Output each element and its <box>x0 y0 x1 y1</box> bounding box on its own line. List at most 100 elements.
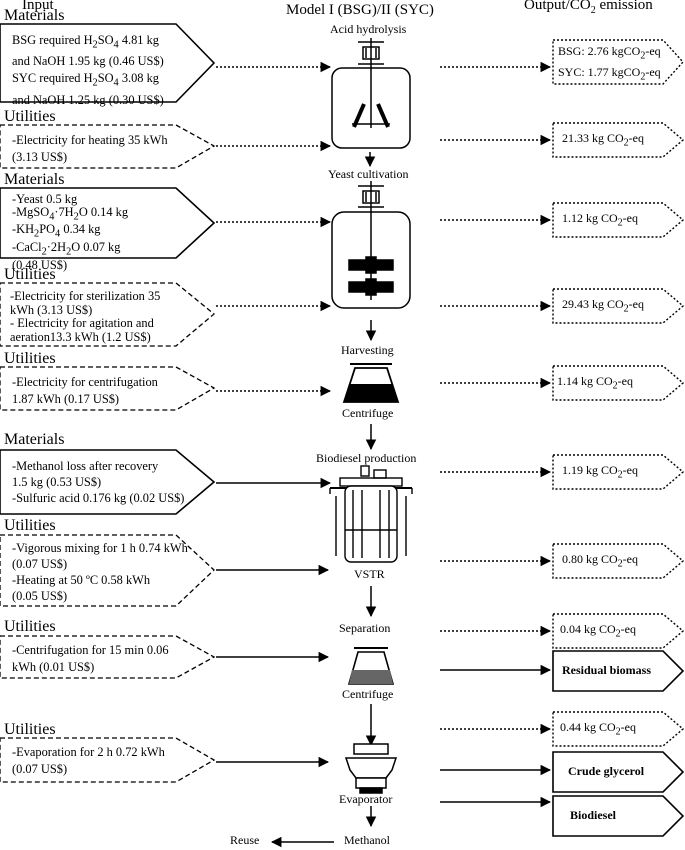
output-1-text: BSG: 2.76 kgCO2-eq SYC: 1.77 kgCO2-eq <box>558 43 661 86</box>
centrifuge-1-icon <box>342 363 400 403</box>
section-label-materials-1: Materials <box>4 7 65 24</box>
input-box-materials-1 <box>0 23 216 103</box>
section-label-materials-2: Materials <box>4 171 65 188</box>
input-box-utilities-3 <box>0 366 216 411</box>
header-output: Output/CO2 emission <box>524 0 653 16</box>
process-label-methanol: Methanol <box>344 833 390 847</box>
materials-1-line-1: BSG required H2SO4 4.81 kg <box>12 33 159 51</box>
output-box-6 <box>552 454 685 490</box>
materials-3-line-1: -Methanol loss after recovery <box>12 459 159 473</box>
acid-hydrolysis-reactor-icon <box>331 38 411 149</box>
input-box-materials-3 <box>0 449 216 515</box>
materials-3-text: -Methanol loss after recovery 1.5 kg (0.… <box>12 458 184 506</box>
process-label-acid-hydrolysis: Acid hydrolysis <box>330 22 407 36</box>
process-label-evaporator: Evaporator <box>339 792 393 806</box>
process-label-vstr: VSTR <box>354 567 385 581</box>
yeast-cultivation-fermenter-icon <box>331 181 411 309</box>
utilities-4-line-2: (0.07 US$) <box>12 557 68 571</box>
vstr-reactor-icon <box>329 465 413 563</box>
materials-2-line-4: -CaCl2·2H2O 0.07 kg <box>12 240 121 258</box>
materials-3-line-3: -Sulfuric acid 0.176 kg (0.02 US$) <box>12 491 185 505</box>
materials-2-line-3: -KH2PO4 0.34 kg <box>12 222 101 240</box>
utilities-4-line-3: -Heating at 50 ºC 0.58 kWh <box>12 573 151 587</box>
process-label-centrifuge-1: Centrifuge <box>342 406 394 420</box>
header-input: Input <box>22 0 54 13</box>
utilities-2-line-3: - Electricity for agitation and <box>10 316 154 330</box>
output-residual-biomass-text: Residual biomass <box>562 663 652 677</box>
process-label-separation: Separation <box>339 621 391 635</box>
materials-1-line-2: and NaOH 1.95 kg (0.46 US$) <box>12 54 164 69</box>
utilities-3-line-2: 1.87 kWh (0.17 US$) <box>12 392 120 406</box>
output-box-8 <box>552 613 685 649</box>
utilities-6-line-1: -Evaporation for 2 h 0.72 kWh <box>12 745 165 759</box>
output-box-crude-glycerol <box>552 751 685 793</box>
process-label-harvesting: Harvesting <box>341 343 394 357</box>
utilities-4-line-4: (0.05 US$) <box>12 589 68 603</box>
output-9-text: 0.44 kg CO2-eq <box>560 720 636 738</box>
output-box-biodiesel <box>552 795 685 837</box>
utilities-5-line-2: kWh (0.01 US$) <box>12 660 95 674</box>
utilities-2-line-1: -Electricity for sterilization 35 <box>10 289 161 303</box>
section-label-materials-3: Materials <box>4 431 65 448</box>
materials-1-line-4: and NaOH 1.25 kg (0.30 US$) <box>12 92 164 107</box>
evaporator-icon <box>344 743 398 794</box>
output-biodiesel-text: Biodiesel <box>570 808 617 822</box>
section-label-utilities-5: Utilities <box>4 618 56 635</box>
input-box-utilities-4 <box>0 534 215 607</box>
utilities-1-text: -Electricity for heating 35 kWh (3.13 US… <box>12 132 168 166</box>
section-label-utilities-3: Utilities <box>4 350 56 367</box>
section-label-utilities-4: Utilities <box>4 517 56 534</box>
materials-3-line-2: 1.5 kg (0.53 US$) <box>12 475 102 489</box>
process-label-yeast-cultivation: Yeast cultivation <box>328 167 409 181</box>
process-label-biodiesel-production: Biodiesel production <box>316 451 417 465</box>
utilities-3-text: -Electricity for centrifugation 1.87 kWh… <box>12 374 158 408</box>
header-model: Model I (BSG)/II (SYC) <box>286 2 434 18</box>
output-box-9 <box>552 711 685 747</box>
utilities-2-text: -Electricity for sterilization 35 kWh (3… <box>10 289 161 344</box>
utilities-2-line-2: kWh (3.13 US$) <box>10 302 93 317</box>
materials-2-line-1: -Yeast 0.5 kg <box>12 192 78 206</box>
section-label-utilities-1: Utilities <box>4 108 56 125</box>
utilities-3-line-1: -Electricity for centrifugation <box>12 375 158 389</box>
input-box-utilities-6 <box>0 737 216 783</box>
materials-1-text: BSG required H2SO4 4.81 kg and NaOH 1.95… <box>12 32 164 109</box>
materials-2-text: -Yeast 0.5 kg -MgSO4·7H2O 0.14 kg -KH2PO… <box>12 193 128 272</box>
output-2-text: 21.33 kg CO2-eq <box>562 131 644 149</box>
utilities-1-line-2: (3.13 US$) <box>12 150 68 164</box>
output-box-2 <box>552 122 685 158</box>
input-box-utilities-5 <box>0 635 216 679</box>
input-box-utilities-2 <box>0 282 216 347</box>
output-box-7 <box>552 543 685 579</box>
output-box-3 <box>552 202 685 238</box>
process-label-reuse: Reuse <box>230 833 260 847</box>
process-label-centrifuge-2: Centrifuge <box>342 687 394 701</box>
utilities-6-line-2: (0.07 US$) <box>12 762 68 776</box>
input-box-materials-2 <box>0 187 216 259</box>
output-7-text: 0.80 kg CO2-eq <box>562 552 638 570</box>
materials-2-line-5: (0.48 US$) <box>12 258 68 273</box>
output-box-4 <box>552 288 685 324</box>
output-1-line-2: SYC: 1.77 kgCO2-eq <box>558 65 661 83</box>
centrifuge-2-icon <box>347 647 395 685</box>
section-label-utilities-2: Utilities <box>4 266 56 283</box>
materials-2-line-2: -MgSO4·7H2O 0.14 kg <box>12 204 129 222</box>
output-box-5 <box>552 365 685 401</box>
utilities-4-line-1: -Vigorous mixing for 1 h 0.74 kWh <box>12 541 188 555</box>
utilities-4-text: -Vigorous mixing for 1 h 0.74 kWh (0.07 … <box>12 540 188 604</box>
output-8-text: 0.04 kg CO2-eq <box>560 622 636 640</box>
section-label-utilities-6: Utilities <box>4 721 56 738</box>
output-1-line-1: BSG: 2.76 kgCO2-eq <box>558 44 661 62</box>
utilities-5-line-1: -Centrifugation for 15 min 0.06 <box>12 643 169 657</box>
materials-1-line-3: SYC required H2SO4 3.08 kg <box>12 71 159 89</box>
output-5-text: 1.14 kg CO2-eq <box>557 374 633 392</box>
utilities-2-line-4: aeration13.3 kWh (1.2 US$) <box>10 329 151 344</box>
utilities-6-text: -Evaporation for 2 h 0.72 kWh (0.07 US$) <box>12 744 165 778</box>
output-box-residual-biomass <box>552 650 685 692</box>
output-3-text: 1.12 kg CO2-eq <box>562 211 638 229</box>
utilities-5-text: -Centrifugation for 15 min 0.06 kWh (0.0… <box>12 642 169 676</box>
output-4-text: 29.43 kg CO2-eq <box>562 297 644 315</box>
output-crude-glycerol-text: Crude glycerol <box>568 764 645 778</box>
output-6-text: 1.19 kg CO2-eq <box>562 463 638 481</box>
input-box-utilities-1 <box>0 124 216 169</box>
